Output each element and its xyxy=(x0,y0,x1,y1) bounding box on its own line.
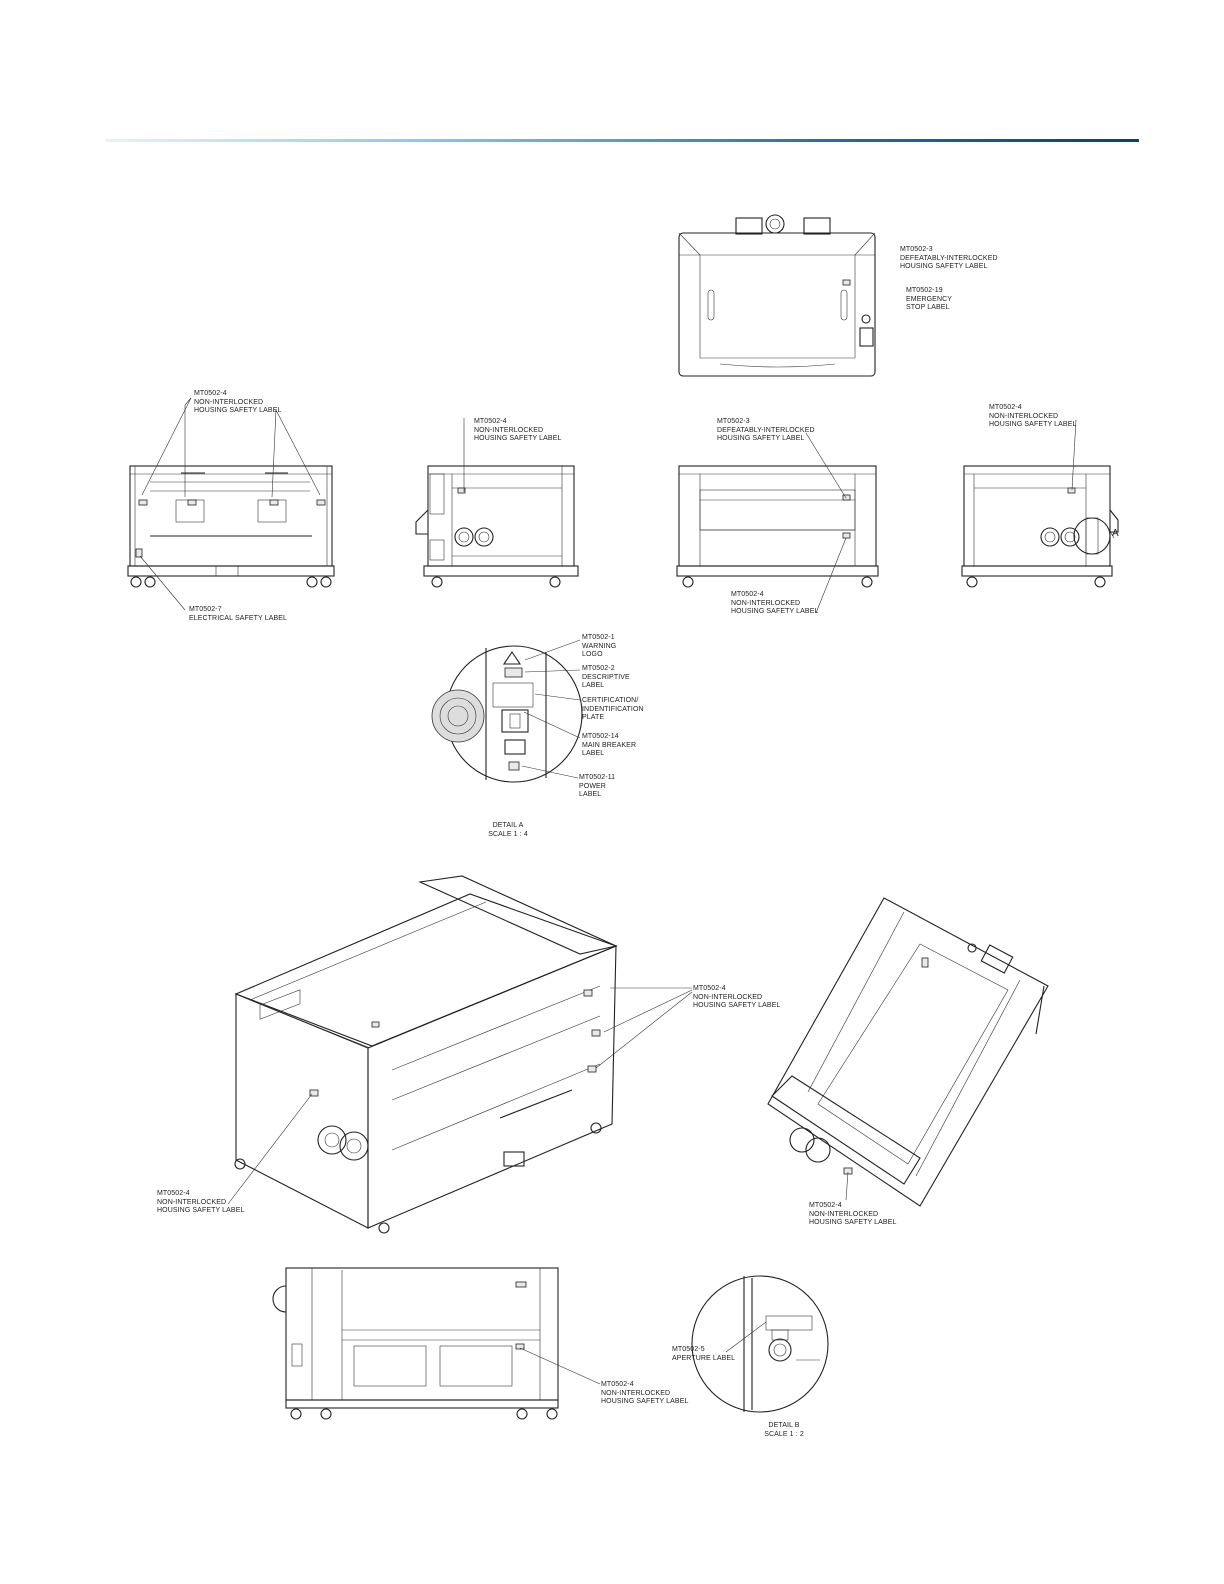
detail-a-drawing xyxy=(431,639,583,783)
callout-a: A xyxy=(1112,528,1119,539)
detail-b-drawing xyxy=(691,1275,829,1413)
left-side-view-drawing xyxy=(415,418,579,588)
top-view-drawing xyxy=(678,214,876,377)
isometric-view-2-drawing xyxy=(767,897,1049,1207)
header-rule xyxy=(105,139,1139,142)
isometric-view-1-drawing xyxy=(227,875,693,1234)
front-view-drawing xyxy=(676,432,879,614)
right-side-view-drawing xyxy=(961,419,1119,588)
side-view-drawing xyxy=(272,1267,601,1420)
rear-view-drawing xyxy=(127,397,335,611)
